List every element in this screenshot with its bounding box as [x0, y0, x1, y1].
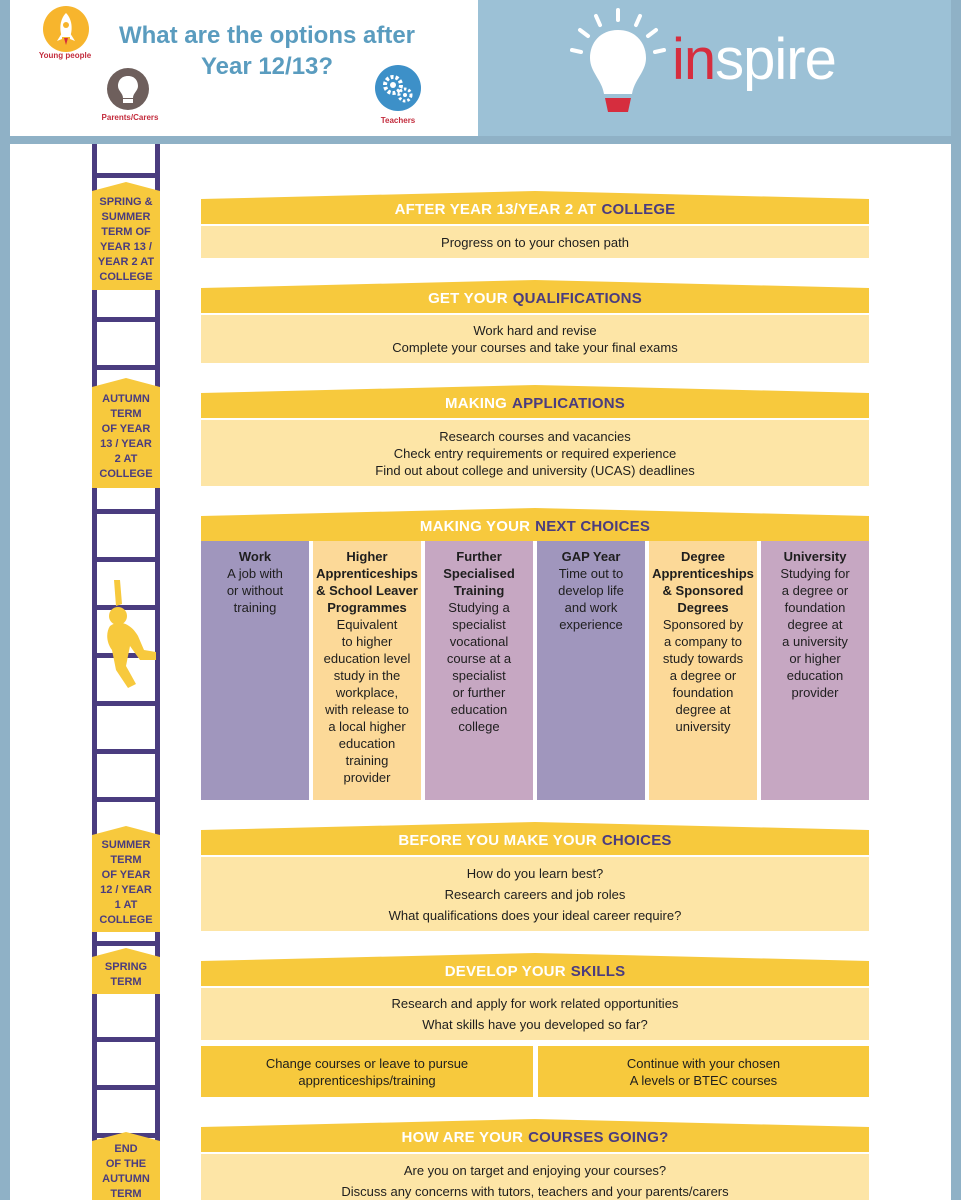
ladder-rung — [93, 701, 160, 706]
ladder-right-rail — [155, 144, 160, 1200]
gears-icon — [374, 64, 422, 117]
header-left-panel: Young people Parents/Carers Teachers Wha… — [10, 0, 478, 136]
ladder-rung — [93, 317, 160, 322]
option-degree-apprenticeships: Degree Apprenticeships & Sponsored Degre… — [649, 541, 757, 800]
term-sign-spring: SPRING TERM — [92, 948, 160, 994]
lightbulb-icon — [106, 67, 150, 116]
panel-develop-skills: Research and apply for work related oppo… — [201, 988, 869, 1040]
panel-before-choices: How do you learn best? Research careers … — [201, 857, 869, 931]
ladder-rung — [93, 1085, 160, 1090]
ladder-rung — [93, 749, 160, 754]
rocket-icon — [40, 3, 92, 60]
ladder-rung — [93, 797, 160, 802]
ladder-rung — [93, 941, 160, 946]
header-right-panel — [478, 0, 951, 136]
ladder-rung — [93, 173, 160, 178]
parents-carers-label: Parents/Carers — [101, 113, 159, 122]
teachers-label: Teachers — [380, 116, 416, 125]
option-higher-apprenticeships: Higher Apprenticeships & School Leaver P… — [313, 541, 421, 800]
panel-qualifications: Work hard and revise Complete your cours… — [201, 315, 869, 363]
term-sign-spring-summer: SPRING & SUMMER TERM OF YEAR 13 / YEAR 2… — [92, 182, 160, 290]
ladder-rung — [93, 509, 160, 514]
ladder-left-rail — [92, 144, 97, 1200]
page-title: What are the options after Year 12/13? — [118, 22, 416, 80]
inspire-lightbulb-icon — [568, 8, 668, 125]
ladder-rung — [93, 605, 160, 610]
ladder-rung — [93, 365, 160, 370]
term-sign-autumn: AUTUMN TERM OF YEAR 13 / YEAR 2 AT COLLE… — [92, 378, 160, 488]
panel-courses-going: Are you on target and enjoying your cour… — [201, 1154, 869, 1200]
term-sign-summer: SUMMER TERM OF YEAR 12 / YEAR 1 AT COLLE… — [92, 826, 160, 932]
ladder-rung — [93, 1037, 160, 1042]
ladder-rung — [93, 557, 160, 562]
term-sign-end-autumn: END OF THE AUTUMN TERM — [92, 1132, 160, 1200]
panel-applications: Research courses and vacancies Check ent… — [201, 420, 869, 486]
climber-figure-icon — [100, 580, 162, 695]
inspire-logo-text: inspire — [672, 27, 837, 92]
young-people-label: Young people — [38, 51, 92, 60]
panel-after-year-13: Progress on to your chosen path — [201, 226, 869, 258]
